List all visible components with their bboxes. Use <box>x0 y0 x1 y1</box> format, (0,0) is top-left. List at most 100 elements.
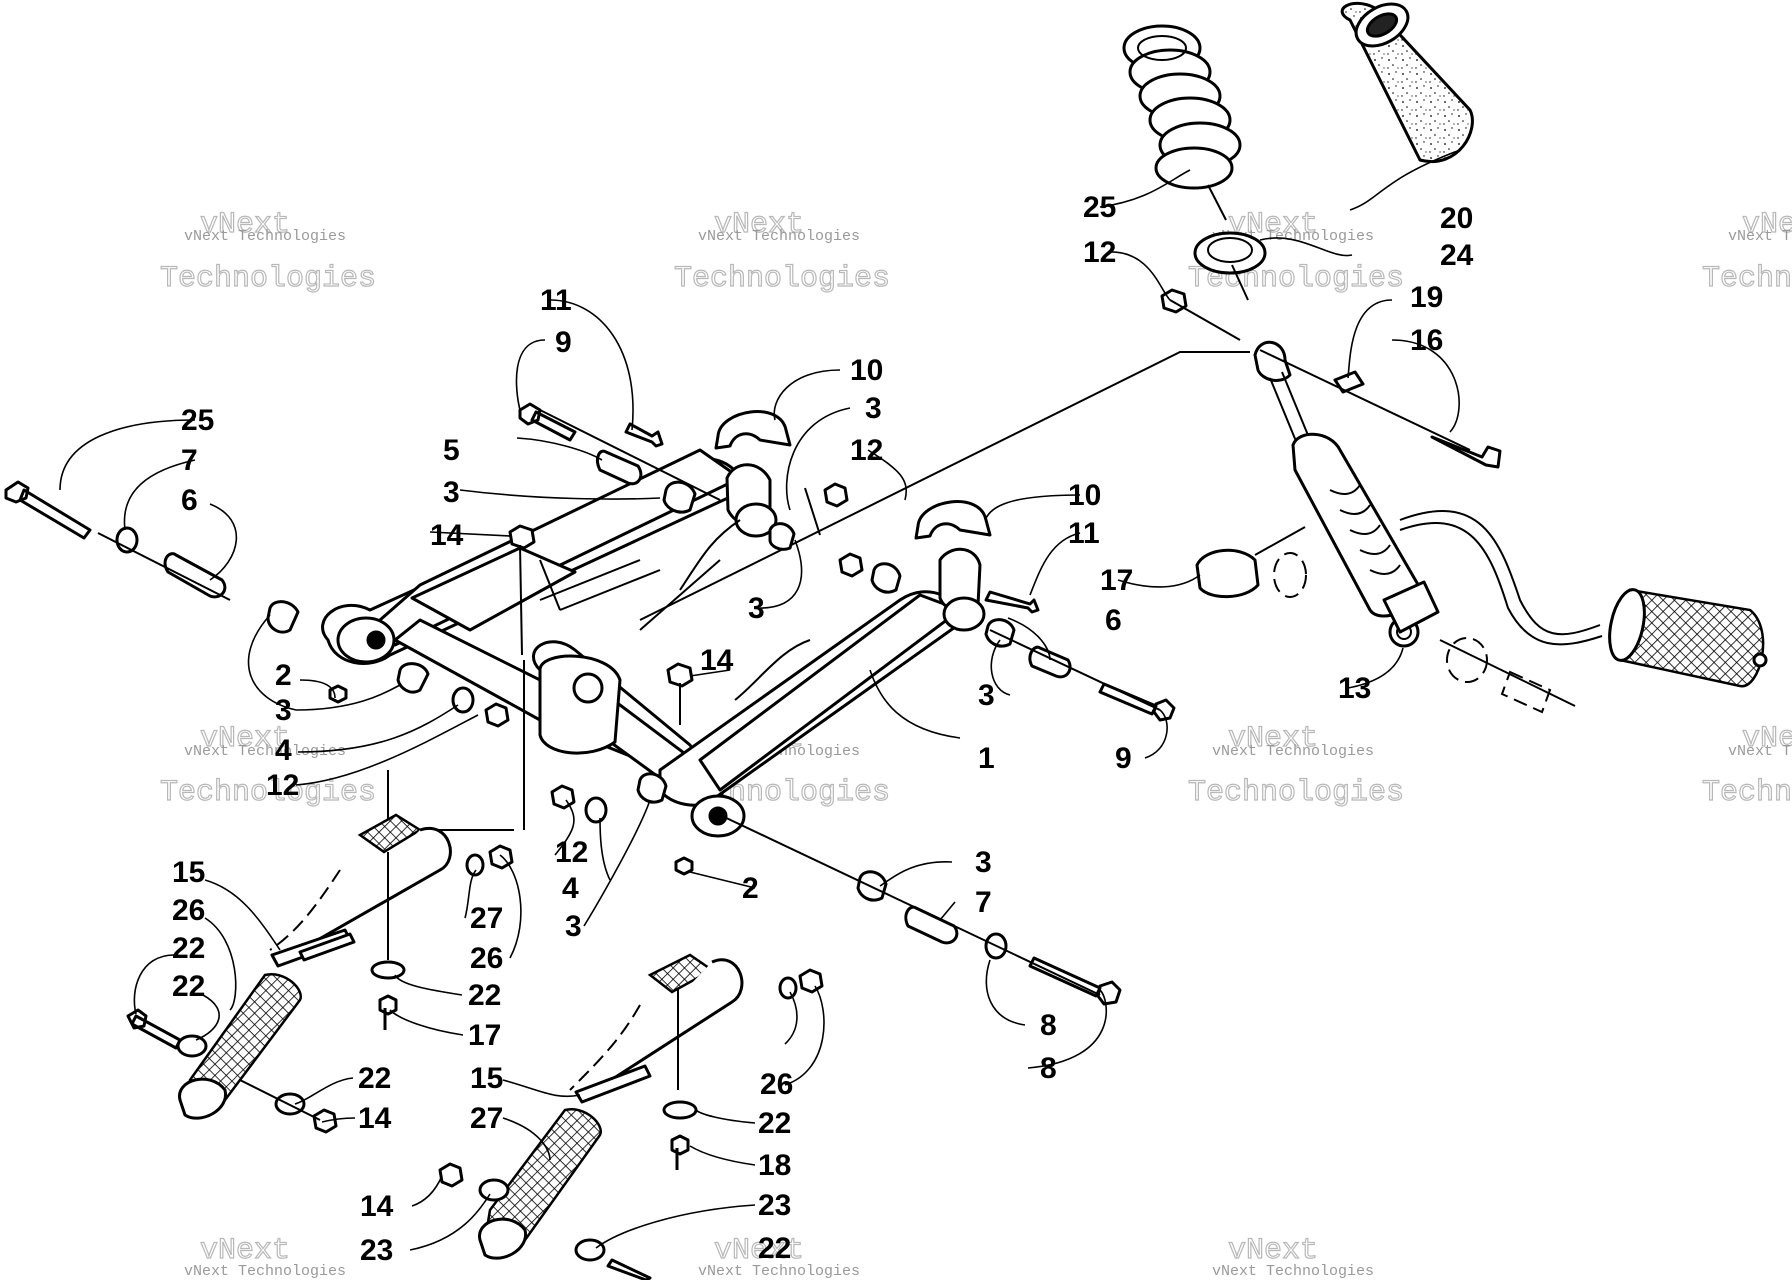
callout-label: 6 <box>181 484 198 517</box>
callout-label: 18 <box>758 1149 791 1182</box>
lock-nut <box>550 784 576 810</box>
callout-label: 22 <box>468 979 501 1012</box>
callout-label: 13 <box>1338 672 1371 705</box>
callout-label: 20 <box>1440 202 1473 235</box>
watermark-big-bottom: Technologies <box>160 776 376 810</box>
spacer <box>1028 645 1072 679</box>
washer <box>451 686 475 714</box>
callout-label: 9 <box>1115 742 1132 775</box>
callout-label: 27 <box>470 902 503 935</box>
callout-label: 24 <box>1440 239 1474 272</box>
bushing <box>396 662 430 694</box>
pin <box>984 590 1040 614</box>
nut <box>666 662 694 688</box>
callout-label: 10 <box>1068 479 1101 512</box>
callout-label: 15 <box>470 1062 503 1095</box>
callout-label: 11 <box>1068 517 1100 550</box>
callout-label: 17 <box>468 1019 501 1052</box>
rear-arm-frame <box>321 448 986 838</box>
callout-label: 23 <box>360 1234 393 1267</box>
callout-labels: 25 7 6 2 3 4 12 11 9 5 3 14 10 3 12 10 1… <box>172 191 1474 1267</box>
callout-label: 25 <box>181 404 214 437</box>
spacer <box>163 552 227 599</box>
watermark-big-top: vNext <box>200 208 290 242</box>
watermark: vNext vNext Technologies <box>1212 1233 1374 1280</box>
callout-label: 7 <box>975 886 992 919</box>
washer <box>584 796 608 824</box>
callout-label: 15 <box>172 856 205 889</box>
bushing <box>636 772 668 804</box>
callout-label: 12 <box>266 769 299 802</box>
bolt <box>518 402 577 442</box>
watermark-big-top: vNext <box>1742 208 1792 242</box>
watermark-big-top: vNext <box>1742 722 1792 756</box>
callout-label: 12 <box>555 836 588 869</box>
bushing <box>266 600 300 634</box>
watermark-big-top: vNext <box>1228 1234 1318 1268</box>
watermark-text: vNext Technologies <box>184 228 346 245</box>
callout-label: 8 <box>1040 1009 1057 1042</box>
callout-label: 23 <box>758 1189 791 1222</box>
callout-label: 16 <box>1410 324 1443 357</box>
watermark-text: vNext Technologies <box>184 743 346 760</box>
callout-label: 7 <box>181 444 198 477</box>
watermark: vNext vNext Technologies <box>698 1233 860 1280</box>
callout-label: 4 <box>562 872 579 905</box>
bearing-cap <box>914 500 992 540</box>
watermark-big-top: vNext <box>1228 722 1318 756</box>
watermark-text: vNext Technologies <box>1728 228 1792 245</box>
watermark-big-bottom: Technologies <box>1188 776 1404 810</box>
callout-label: 22 <box>172 970 205 1003</box>
watermark-big-top: vNext <box>714 1234 804 1268</box>
callout-label: 9 <box>555 326 572 359</box>
callout-label: 26 <box>760 1068 793 1101</box>
nut <box>508 524 536 550</box>
callout-label: 12 <box>1083 236 1116 269</box>
cam-collar <box>1195 548 1260 599</box>
watermark: vNext Technologies vNext Technologies <box>159 207 376 296</box>
callout-label: 17 <box>1100 564 1133 597</box>
bolt <box>1028 956 1122 1006</box>
callout-label: 11 <box>540 284 572 317</box>
watermark-big-bottom: Technologies <box>1702 776 1792 810</box>
callout-label: 22 <box>758 1107 791 1140</box>
bearing-cap <box>714 410 792 450</box>
callout-label: 5 <box>443 434 460 467</box>
watermark-big-bottom: Technologies <box>1702 262 1792 296</box>
callout-label: 3 <box>975 846 992 879</box>
coil-spring <box>1122 24 1242 190</box>
shock-body <box>1253 340 1768 688</box>
watermark-big-bottom: Technologies <box>674 262 890 296</box>
watermark-text: vNext Technologies <box>1212 1263 1374 1280</box>
callout-label: 3 <box>748 592 765 625</box>
limiter-assembly-left <box>126 813 514 1134</box>
bolt <box>1098 682 1176 722</box>
watermark-big-top: vNext <box>714 208 804 242</box>
watermark: vNext Technologies vNext Technologies <box>1187 721 1404 810</box>
watermark-big-top: vNext <box>200 1234 290 1268</box>
watermark: vNext vNext Technologies <box>184 1233 346 1280</box>
watermark: vNext Technologies vNext Technologies <box>159 721 376 810</box>
callout-label: 22 <box>758 1232 791 1265</box>
limiter-assembly-right <box>438 953 824 1280</box>
lock-nut <box>823 482 849 508</box>
callout-label: 2 <box>742 872 759 905</box>
watermark-big-bottom: Technologies <box>160 262 376 296</box>
watermark: vNext Technologies vNext Technologies <box>1701 207 1792 296</box>
spacer <box>596 449 643 486</box>
callout-label: 26 <box>470 942 503 975</box>
bolt <box>4 480 92 540</box>
callout-label: 2 <box>275 659 292 692</box>
watermark-layer: vNext Technologies vNext Technologies vN… <box>159 207 1792 1280</box>
grease-fitting <box>674 856 694 876</box>
callout-label: 1 <box>978 742 995 775</box>
watermark-text: vNext Technologies <box>698 228 860 245</box>
callout-label: 27 <box>470 1102 503 1135</box>
pin <box>624 422 664 448</box>
callout-label: 4 <box>275 734 292 767</box>
watermark-text: vNext Technologies <box>1212 743 1374 760</box>
bushing <box>870 562 902 594</box>
watermark-big-top: vNext <box>200 722 290 756</box>
callout-label: 22 <box>172 932 205 965</box>
callout-label: 12 <box>850 434 883 467</box>
